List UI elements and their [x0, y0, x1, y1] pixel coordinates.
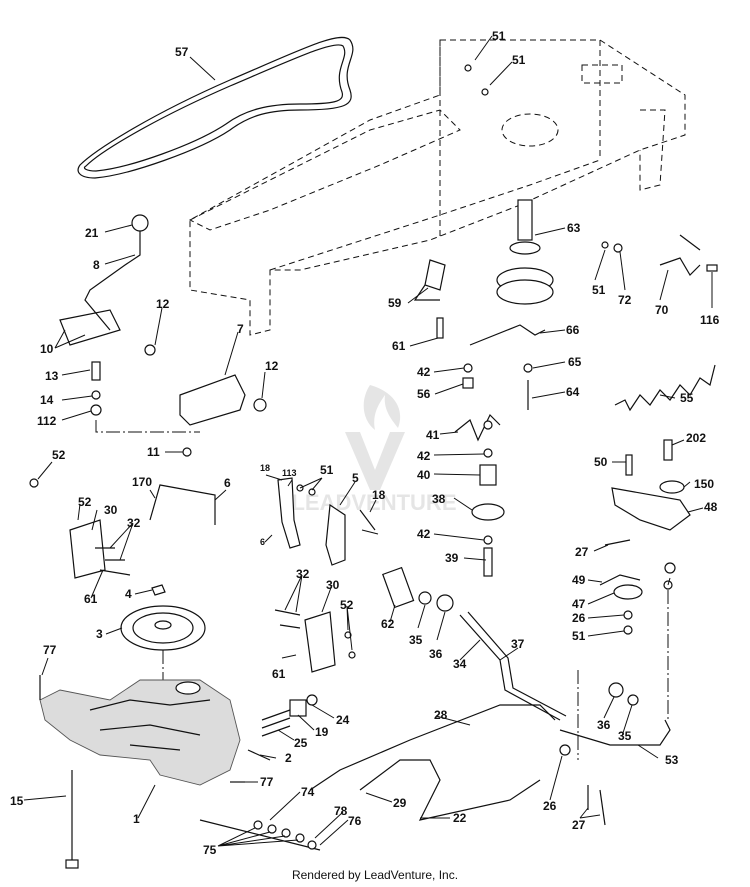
callout-4: 4 [125, 587, 132, 601]
callout-30: 30 [326, 578, 340, 592]
tractor-frame [188, 39, 686, 336]
drive-belt [77, 36, 354, 179]
callout-61: 61 [392, 339, 406, 353]
callout-6: 6 [260, 537, 265, 547]
callout-77: 77 [43, 643, 57, 657]
callout-51: 51 [512, 53, 526, 67]
callout-34: 34 [453, 657, 467, 671]
callout-52: 52 [340, 598, 354, 612]
callout-7: 7 [237, 322, 244, 336]
callout-64: 64 [566, 385, 580, 399]
callout-21: 21 [85, 226, 99, 240]
callout-61: 61 [272, 667, 286, 681]
callout-12: 12 [265, 359, 279, 373]
callout-32: 32 [127, 516, 141, 530]
callout-170: 170 [132, 475, 152, 489]
callout-51: 51 [592, 283, 606, 297]
callout-10: 10 [40, 342, 54, 356]
callout-39: 39 [445, 551, 459, 565]
callout-59: 59 [388, 296, 402, 310]
callout-3: 3 [96, 627, 103, 641]
callout-53: 53 [665, 753, 679, 767]
callout-27: 27 [572, 818, 586, 832]
callout-35: 35 [618, 729, 632, 743]
callout-63: 63 [567, 221, 581, 235]
callout-14: 14 [40, 393, 54, 407]
callout-51: 51 [320, 463, 334, 477]
callout-labels: 57 51 51 63 21 8 12 7 59 66 51 72 70 116… [10, 29, 720, 857]
callout-37: 37 [511, 637, 525, 651]
callout-6: 6 [224, 476, 231, 490]
callout-11: 11 [147, 445, 160, 459]
callout-66: 66 [566, 323, 580, 337]
callout-28: 28 [434, 708, 448, 722]
callout-52: 52 [78, 495, 92, 509]
callout-12: 12 [156, 297, 170, 311]
callout-32: 32 [296, 567, 310, 581]
callout-113: 113 [282, 468, 297, 478]
callout-40: 40 [417, 468, 431, 482]
callout-55: 55 [680, 391, 694, 405]
callout-26: 26 [572, 611, 586, 625]
callout-5: 5 [352, 471, 359, 485]
callout-202: 202 [686, 431, 706, 445]
callout-15: 15 [10, 794, 24, 808]
watermark-text: LEADVENTURE [291, 490, 456, 515]
callout-62: 62 [381, 617, 395, 631]
callout-61: 61 [84, 592, 98, 606]
callout-57: 57 [175, 45, 189, 59]
callout-56: 56 [417, 387, 431, 401]
callout-49: 49 [572, 573, 586, 587]
callout-36: 36 [597, 718, 611, 732]
callout-48: 48 [704, 500, 718, 514]
callout-65: 65 [568, 355, 582, 369]
callout-77: 77 [260, 775, 274, 789]
part-shapes [29, 64, 718, 869]
callout-13: 13 [45, 369, 59, 383]
callout-8: 8 [93, 258, 100, 272]
callout-42: 42 [417, 527, 431, 541]
callout-51: 51 [572, 629, 586, 643]
callout-74: 74 [301, 785, 315, 799]
callout-35: 35 [409, 633, 423, 647]
callout-25: 25 [294, 736, 308, 750]
callout-51: 51 [492, 29, 506, 43]
callout-150: 150 [694, 477, 714, 491]
callout-18: 18 [372, 488, 386, 502]
callout-112: 112 [37, 414, 57, 428]
callout-2: 2 [285, 751, 292, 765]
watermark-logo: LEADVENTURE [291, 385, 457, 515]
callout-42: 42 [417, 365, 431, 379]
callout-24: 24 [336, 713, 350, 727]
callout-75: 75 [203, 843, 217, 857]
callout-26: 26 [543, 799, 557, 813]
callout-70: 70 [655, 303, 669, 317]
callout-29: 29 [393, 796, 407, 810]
callout-72: 72 [618, 293, 632, 307]
callout-1: 1 [133, 812, 140, 826]
render-credit: Rendered by LeadVenture, Inc. [291, 868, 459, 882]
callout-50: 50 [594, 455, 608, 469]
callout-76: 76 [348, 814, 362, 828]
callout-18: 18 [260, 463, 270, 473]
callout-38: 38 [432, 492, 446, 506]
callout-47: 47 [572, 597, 586, 611]
callout-19: 19 [315, 725, 329, 739]
callout-116: 116 [700, 313, 720, 327]
leader-lines [23, 35, 713, 847]
callout-52: 52 [52, 448, 66, 462]
callout-78: 78 [334, 804, 348, 818]
callout-42: 42 [417, 449, 431, 463]
callout-30: 30 [104, 503, 118, 517]
callout-36: 36 [429, 647, 443, 661]
callout-27: 27 [575, 545, 589, 559]
callout-41: 41 [426, 428, 440, 442]
callout-22: 22 [453, 811, 467, 825]
